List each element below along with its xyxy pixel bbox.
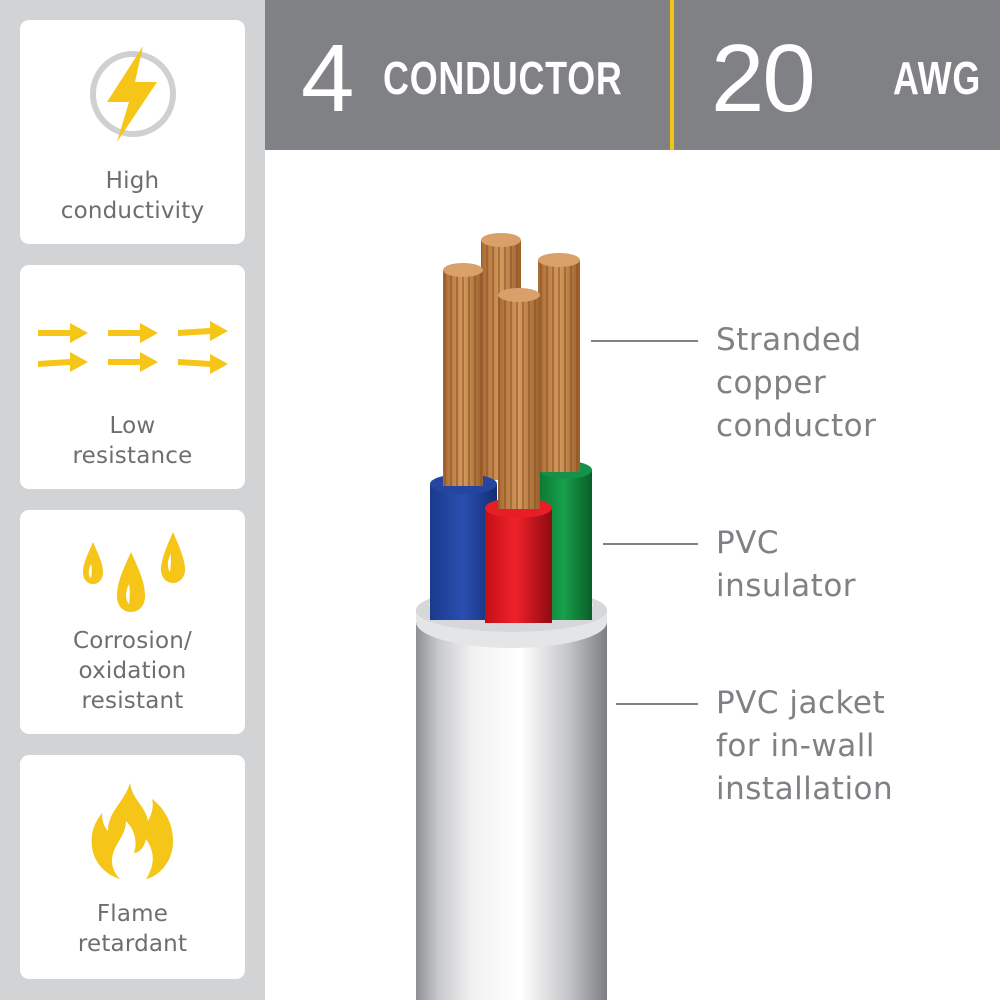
insulator-red bbox=[485, 498, 552, 623]
feature-label: Corrosion/ oxidation resistant bbox=[73, 628, 192, 714]
callout-line-jacket bbox=[616, 703, 698, 705]
water-drops-icon bbox=[20, 520, 245, 620]
arrows-icon bbox=[20, 317, 245, 377]
gauge-value: 20 bbox=[711, 25, 816, 132]
callout-line-insulator bbox=[603, 543, 698, 545]
gauge-unit: AWG bbox=[893, 52, 982, 104]
flame-icon bbox=[20, 781, 245, 881]
pvc-jacket bbox=[416, 588, 607, 1000]
copper-conductor-front bbox=[498, 288, 540, 509]
callout-copper-conductor: Stranded copper conductor bbox=[716, 322, 877, 444]
lightning-bolt-icon bbox=[20, 44, 245, 144]
header-divider bbox=[670, 0, 674, 150]
feature-label: Low resistance bbox=[72, 413, 193, 469]
conductor-count: 4 bbox=[301, 25, 354, 132]
feature-label: Flame retardant bbox=[77, 901, 188, 957]
feature-label: High conductivity bbox=[60, 168, 205, 224]
callout-pvc-insulator: PVC insulator bbox=[716, 525, 857, 604]
copper-conductor-left bbox=[443, 263, 483, 486]
callout-pvc-jacket: PVC jacket for in-wall installation bbox=[716, 685, 894, 807]
feature-card-corrosion: Corrosion/ oxidation resistant bbox=[20, 510, 245, 734]
conductor-label: CONDUCTOR bbox=[383, 52, 623, 104]
copper-conductor-right bbox=[538, 253, 580, 472]
features-sidebar: High conductivity Low resistance bbox=[0, 0, 265, 1000]
feature-card-resistance: Low resistance bbox=[20, 265, 245, 489]
spec-header: 4 CONDUCTOR 20 AWG bbox=[265, 0, 1000, 150]
callout-line-copper bbox=[591, 340, 698, 342]
feature-card-flame: Flame retardant bbox=[20, 755, 245, 979]
feature-card-conductivity: High conductivity bbox=[20, 20, 245, 244]
